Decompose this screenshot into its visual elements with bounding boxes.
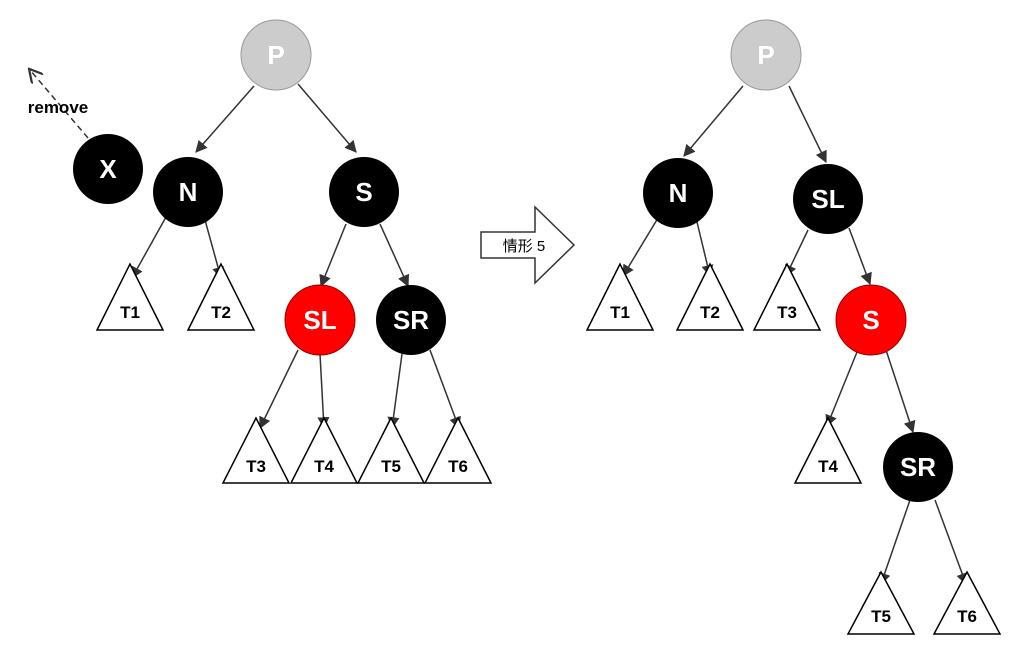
subtree-t5: T5 [356, 416, 426, 484]
subtree-t4-label: T4 [314, 457, 334, 476]
subtree-t6-after-label: T6 [957, 607, 977, 626]
transition-arrow: 情形 5 [480, 205, 576, 285]
remove-label: remove [28, 98, 88, 117]
subtree-t2: T2 [186, 262, 256, 331]
subtree-t2-label: T2 [211, 303, 231, 322]
subtree-t2-after: T2 [675, 262, 745, 331]
subtree-t3-label: T3 [246, 457, 266, 476]
edge-sl-t3 [259, 349, 299, 430]
edge-sr-t5-after [878, 499, 911, 586]
node-n-after[interactable]: N [643, 158, 713, 228]
node-s-label: S [355, 177, 372, 207]
node-s-after-label: S [862, 305, 879, 335]
subtree-t3: T3 [221, 416, 291, 484]
subtree-t3-after: T3 [752, 262, 822, 331]
edge-p-sl-after [788, 85, 827, 164]
node-x-label: X [99, 154, 117, 184]
subtree-t1-after: T1 [585, 262, 655, 331]
node-n-after-label: N [669, 178, 688, 208]
node-p-after-label: P [757, 40, 774, 70]
before-tree: remove P X N S SL SR T1 [28, 19, 493, 484]
node-sl-label: SL [303, 305, 336, 335]
edge-sr-t6-after [934, 499, 968, 586]
node-sl-after-label: SL [811, 184, 844, 214]
subtree-t1: T1 [95, 262, 165, 331]
node-p-label: P [267, 40, 284, 70]
node-n-label: N [179, 177, 198, 207]
subtree-t5-label: T5 [381, 457, 401, 476]
subtree-t4-after-label: T4 [818, 457, 838, 476]
subtree-t1-label: T1 [120, 303, 140, 322]
node-s[interactable]: S [329, 157, 399, 227]
edge-sl-s-after [848, 227, 872, 286]
edge-s-sr-after [885, 349, 916, 434]
after-tree: P N SL S SR T1 T2 T3 [585, 19, 1002, 635]
node-sr[interactable]: SR [376, 285, 446, 355]
edge-sr-t5 [387, 353, 403, 430]
subtree-t5-after: T5 [846, 570, 916, 635]
subtree-t6-after: T6 [932, 570, 1002, 635]
edge-s-t4-after [825, 351, 858, 428]
edge-sr-t6 [429, 349, 461, 430]
subtree-t2-after-label: T2 [700, 303, 720, 322]
node-sr-label: SR [393, 305, 429, 335]
edge-p-n-after [683, 85, 744, 157]
node-p[interactable]: P [240, 19, 312, 91]
subtree-t5-after-label: T5 [871, 607, 891, 626]
edge-n-t1 [131, 216, 167, 280]
edge-sl-t4 [317, 353, 330, 430]
node-s-after[interactable]: S [835, 284, 907, 356]
subtree-t6-label: T6 [448, 457, 468, 476]
node-sl[interactable]: SL [284, 284, 356, 356]
edge-p-n [195, 85, 255, 153]
subtree-t6: T6 [423, 416, 493, 484]
node-n[interactable]: N [153, 157, 223, 227]
subtree-t4: T4 [289, 416, 359, 484]
subtree-t4-after: T4 [793, 416, 863, 484]
remove-arrow [30, 70, 89, 139]
edge-p-s [297, 83, 357, 153]
edge-n-t1-after [622, 217, 659, 278]
node-sr-after[interactable]: SR [883, 432, 953, 502]
subtree-t3-after-label: T3 [777, 303, 797, 322]
node-p-after[interactable]: P [730, 19, 802, 91]
edge-s-sl [319, 223, 347, 288]
node-sr-after-label: SR [900, 452, 936, 482]
node-sl-after[interactable]: SL [793, 164, 863, 234]
transition-label: 情形 5 [503, 238, 546, 255]
subtree-t1-after-label: T1 [610, 303, 630, 322]
node-x[interactable]: X [73, 134, 143, 204]
edge-s-sr [379, 223, 410, 288]
